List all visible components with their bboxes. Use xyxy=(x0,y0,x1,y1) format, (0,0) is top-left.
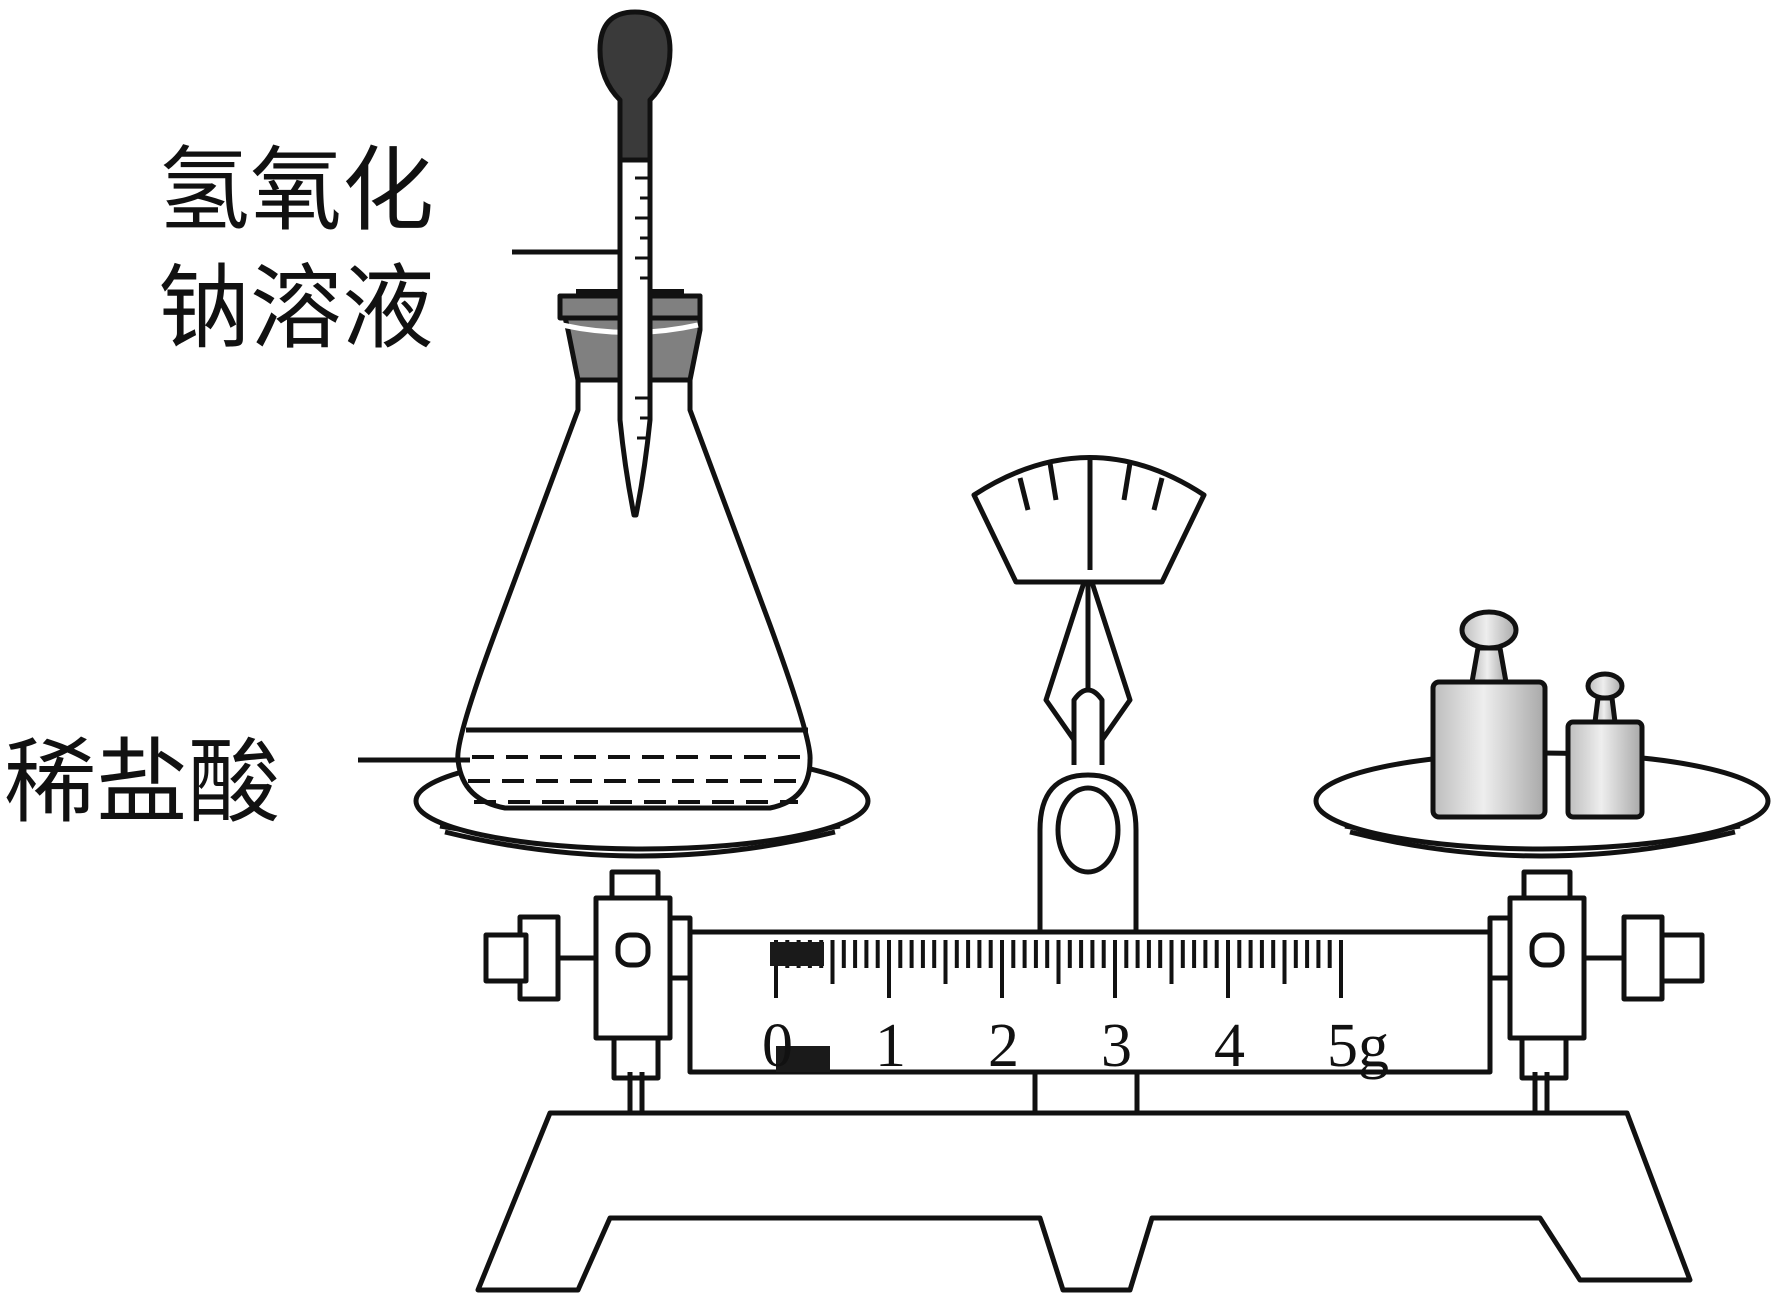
scale-tick-label: 4 xyxy=(1214,1012,1245,1080)
right-pan-holder xyxy=(1507,895,1587,1041)
scale-tick-label: 3 xyxy=(1101,1012,1132,1080)
rider-top xyxy=(770,942,824,966)
scale-tick-labels: 0 1 2 3 4 5g xyxy=(762,1012,1389,1080)
liquid-hydrochloric-acid xyxy=(468,755,804,804)
scale-tick-label: 5g xyxy=(1327,1012,1389,1080)
label-naoh-line1: 氢氧化 xyxy=(158,137,434,244)
balance-beam xyxy=(687,929,1493,1075)
right-pan-dish xyxy=(1349,829,1736,859)
scale-tick-label: 1 xyxy=(875,1012,906,1080)
dropper-graduations xyxy=(635,176,650,440)
balance-base xyxy=(475,1110,1693,1293)
left-pan-holder xyxy=(593,895,673,1041)
rider-bottom xyxy=(776,1046,830,1072)
weight-large xyxy=(1430,609,1548,820)
scale-tick-label: 0 xyxy=(762,1012,793,1080)
label-hcl: 稀盐酸 xyxy=(4,729,280,836)
label-naoh-line2: 钠溶液 xyxy=(158,255,434,362)
left-pan-dish xyxy=(444,829,836,859)
dropper-tube xyxy=(617,157,653,518)
weight-small xyxy=(1565,671,1645,820)
center-column xyxy=(1037,772,1139,932)
scale-tick-label: 2 xyxy=(988,1012,1019,1080)
scale-ticks xyxy=(774,940,1343,998)
conical-flask xyxy=(455,380,813,811)
dropper-bulb xyxy=(597,9,673,163)
